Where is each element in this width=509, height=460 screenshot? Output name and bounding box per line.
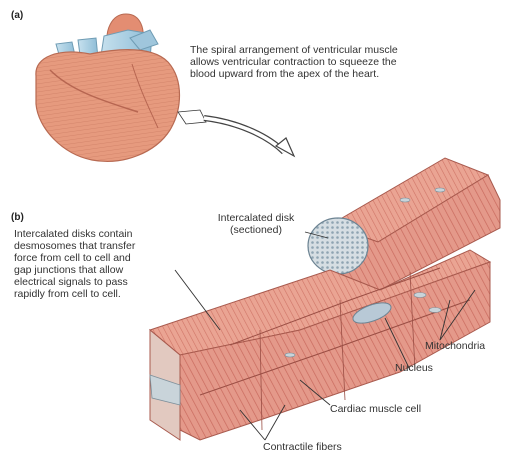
label-mitochondria: Mitochondria [425, 340, 485, 352]
label-intercalated-disk: Intercalated disk (sectioned) [196, 212, 316, 236]
muscle-tissue [150, 158, 500, 440]
label-contractile-fibers: Contractile fibers [263, 441, 342, 453]
panel-label-a: (a) [11, 10, 23, 21]
label-nucleus: Nucleus [395, 362, 433, 374]
caption-intercalated: Intercalated disks contain desmosomes th… [14, 228, 184, 300]
zoom-arrow [204, 118, 294, 156]
heart-illustration [36, 14, 206, 161]
label-cardiac-cell: Cardiac muscle cell [330, 403, 421, 415]
panel-label-b: (b) [11, 212, 24, 223]
caption-spiral: The spiral arrangement of ventricular mu… [190, 44, 505, 80]
intercalated-disk-end [308, 218, 368, 274]
